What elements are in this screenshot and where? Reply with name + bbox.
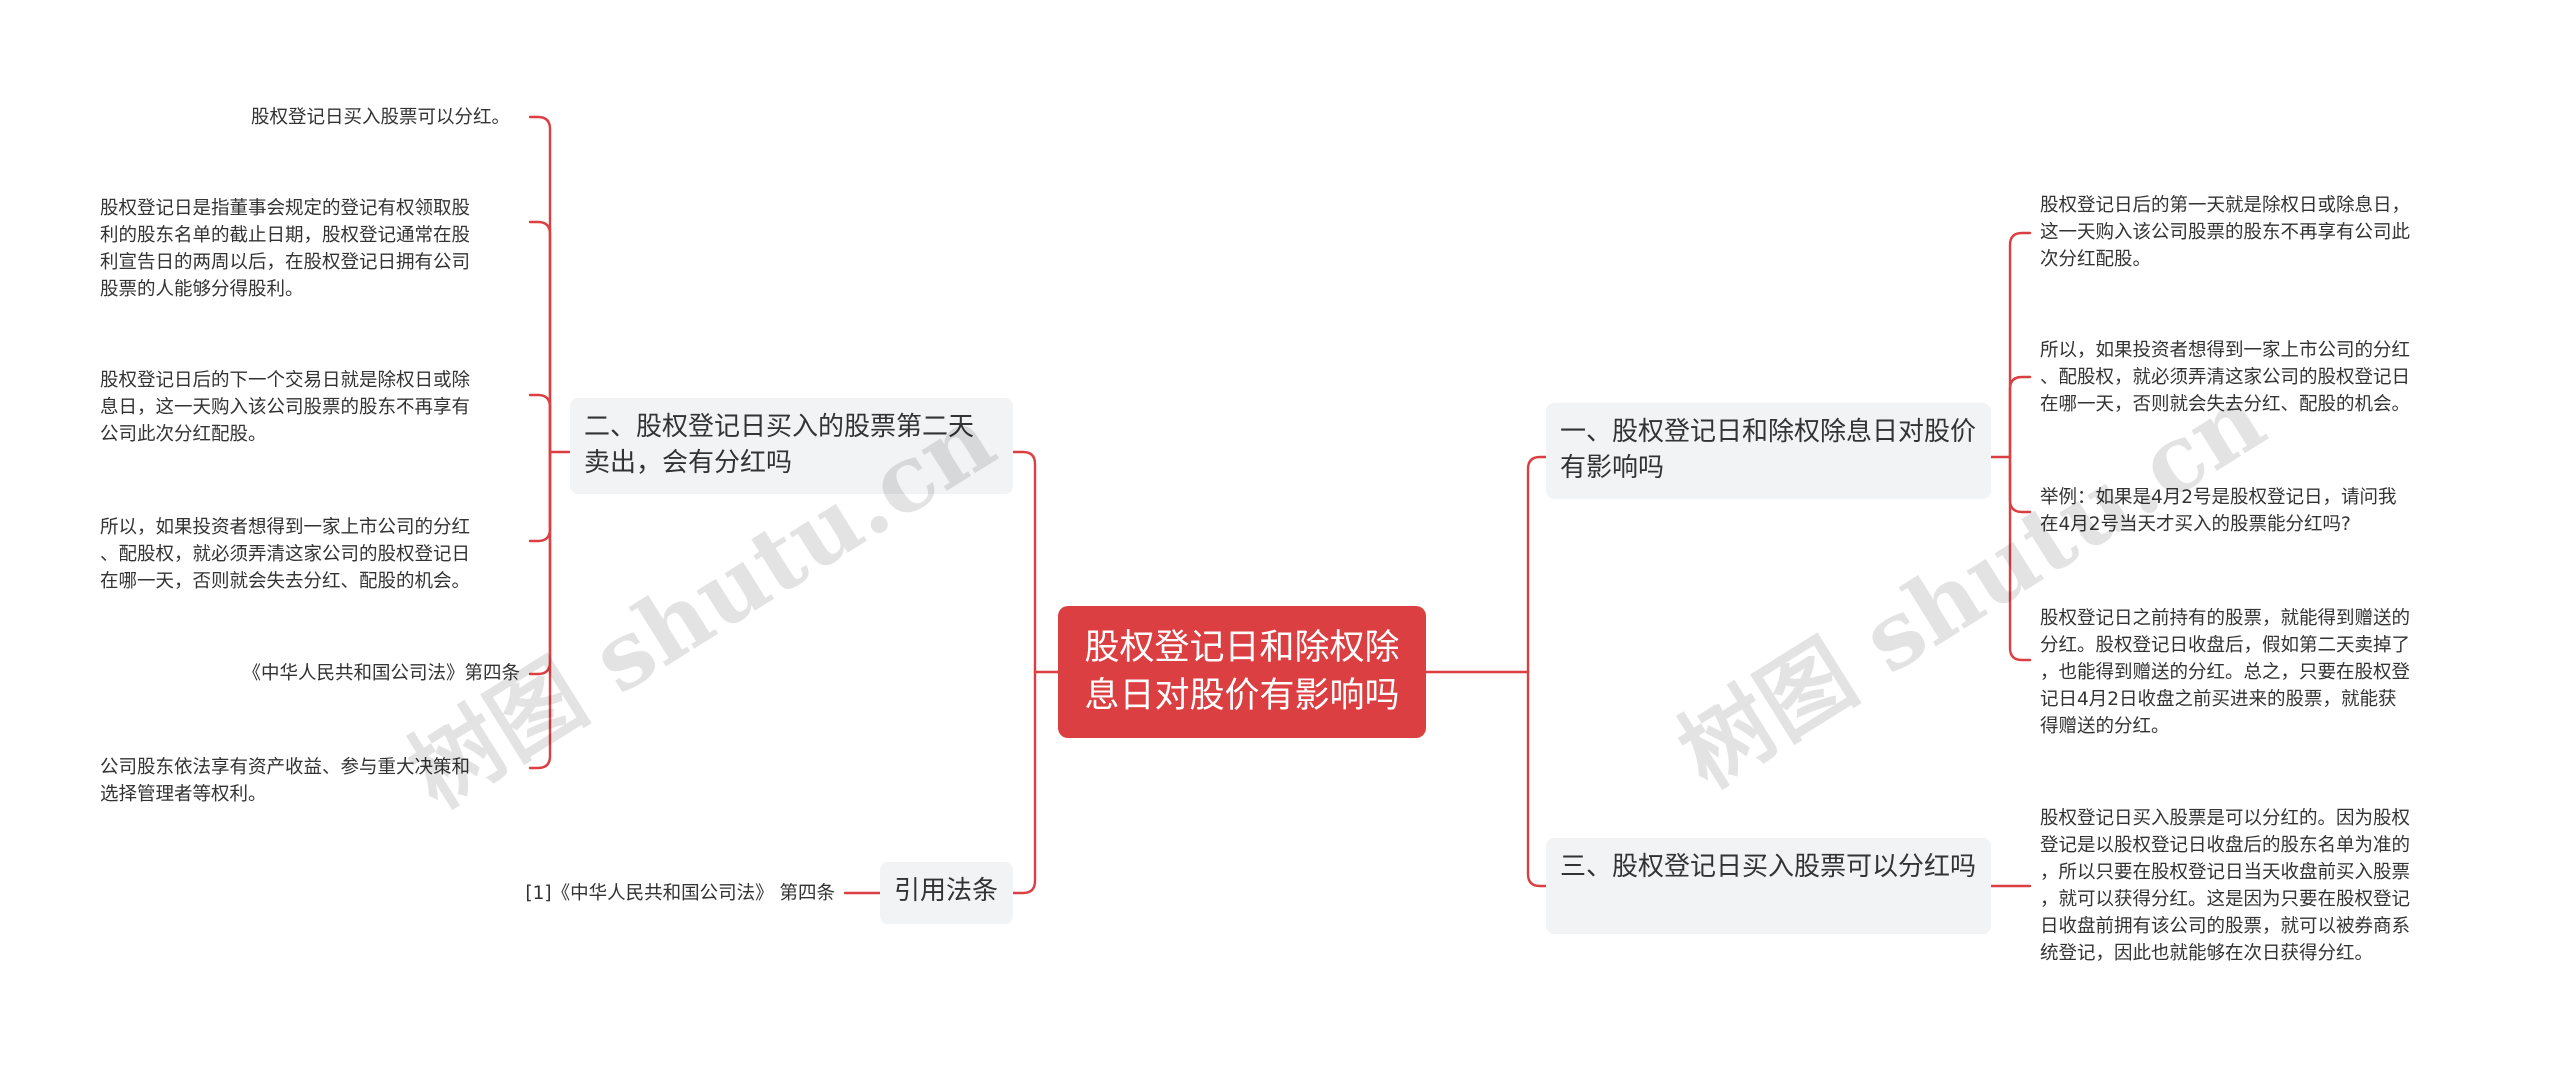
root-left-link-1 bbox=[1011, 450, 1037, 674]
root-label: 股权登记日和除权除息日对股价有影响吗 bbox=[1084, 628, 1400, 716]
branch-label: 一、股权登记日和除权除息日对股价有影响吗 bbox=[1560, 417, 1977, 483]
leaf-right-1-1: 股权登记日后的第一天就是除权日或除息日， 这一天购入该公司股票的股东不再享有公司… bbox=[2040, 195, 2411, 270]
root-right-link-1 bbox=[1526, 455, 1548, 674]
branch-node-right-2[interactable]: 三、股权登记日买入股票可以分红吗 bbox=[1546, 838, 1991, 934]
left1-link-2 bbox=[528, 220, 552, 454]
left1-link-6 bbox=[528, 450, 552, 770]
right1-link-2 bbox=[2008, 375, 2032, 459]
right1-link-1 bbox=[2008, 231, 2032, 459]
leaf-left-1-1: 股权登记日买入股票可以分红。 bbox=[250, 107, 510, 128]
right1-link-3 bbox=[2008, 455, 2032, 514]
branch-label: 二、股权登记日买入的股票第二天卖出，会有分红吗 bbox=[584, 412, 975, 478]
leaf-left-1-6: 公司股东依法享有资产收益、参与重大决策和 选择管理者等权利。 bbox=[100, 757, 471, 805]
leaf-left-1-2: 股权登记日是指董事会规定的登记有权领取股 利的股东名单的截止日期，股权登记通常在… bbox=[100, 198, 471, 300]
root-node[interactable]: 股权登记日和除权除息日对股价有影响吗 bbox=[1058, 606, 1426, 738]
branch-node-right-1[interactable]: 一、股权登记日和除权除息日对股价有影响吗 bbox=[1546, 403, 1991, 499]
leaf-right-1-3: 举例：如果是4月2号是股权登记日，请问我 在4月2号当天才买入的股票能分红吗? bbox=[2040, 487, 2397, 535]
leaf-right-1-4: 股权登记日之前持有的股票，就能得到赠送的 分红。股权登记日收盘后，假如第二天卖掉… bbox=[2040, 608, 2411, 737]
branch-node-left-2[interactable]: 引用法条 bbox=[880, 862, 1013, 924]
branch-node-left-1[interactable]: 二、股权登记日买入的股票第二天卖出，会有分红吗 bbox=[570, 398, 1013, 494]
left1-link-1 bbox=[528, 115, 552, 454]
left1-link-4 bbox=[528, 450, 552, 543]
left1-link-5 bbox=[528, 450, 552, 676]
leaf-right-1-2: 所以，如果投资者想得到一家上市公司的分红 、配股权，就必须弄清这家公司的股权登记… bbox=[2040, 340, 2411, 415]
branch-label: 三、股权登记日买入股票可以分红吗 bbox=[1560, 852, 1977, 882]
leaf-left-1-4: 所以，如果投资者想得到一家上市公司的分红 、配股权，就必须弄清这家公司的股权登记… bbox=[100, 517, 471, 592]
leaf-left-2-1: [1]《中华人民共和国公司法》 第四条 bbox=[525, 883, 835, 904]
left1-link-3 bbox=[528, 393, 552, 454]
root-left-link-2 bbox=[1011, 670, 1037, 895]
leaf-left-1-5: 《中华人民共和国公司法》第四条 bbox=[242, 663, 520, 684]
leaf-left-1-3: 股权登记日后的下一个交易日就是除权日或除 息日，这一天购入该公司股票的股东不再享… bbox=[100, 370, 471, 445]
branch-label: 引用法条 bbox=[894, 876, 999, 906]
root-right-link-2 bbox=[1526, 670, 1548, 888]
leaf-right-2-1: 股权登记日买入股票是可以分红的。因为股权 登记是以股权登记日收盘后的股东名单为准… bbox=[2040, 808, 2411, 964]
right1-link-4 bbox=[2008, 455, 2032, 662]
